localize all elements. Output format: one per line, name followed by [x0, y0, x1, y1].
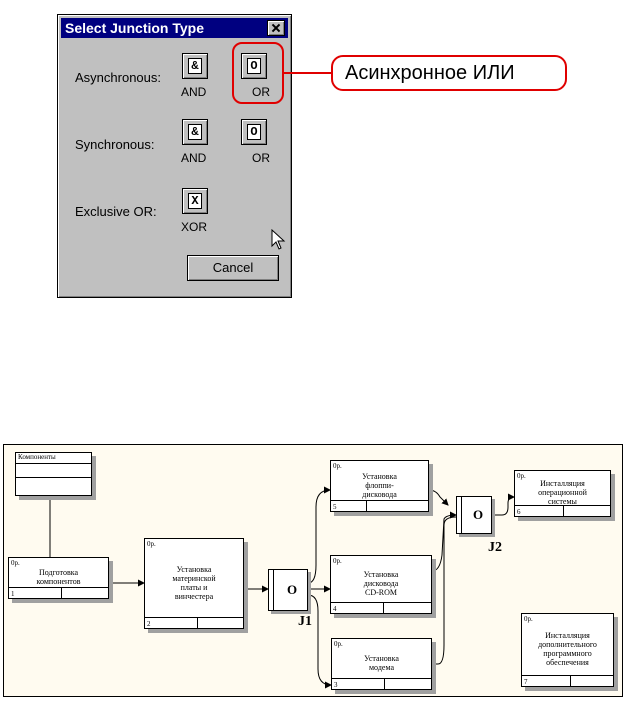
box-number: 1: [11, 590, 15, 598]
async-or-button[interactable]: O: [241, 53, 267, 79]
box-corner-label: 0р.: [524, 615, 533, 623]
box-install-cdrom[interactable]: 0р. Установка дисковода CD-ROM 4: [330, 555, 432, 614]
box-footer-divider: [570, 676, 571, 686]
junction-j1[interactable]: O: [268, 569, 308, 611]
box-number: 4: [333, 605, 337, 613]
sync-and-caption: AND: [181, 151, 207, 165]
box-corner-label: 0р.: [11, 559, 20, 567]
box-footer: [332, 678, 431, 689]
asynchronous-label: Asynchronous:: [75, 70, 161, 85]
async-or-highlight: [232, 42, 284, 104]
components-label: Компоненты: [16, 453, 91, 464]
box-footer: [522, 675, 613, 686]
box-text: Подготовка компонентов: [36, 568, 81, 586]
box-footer-divider: [366, 501, 367, 511]
box-number: 7: [524, 678, 528, 686]
box-footer-divider: [383, 603, 384, 613]
arrow-b3-j2: [432, 516, 457, 665]
cancel-button[interactable]: Cancel: [187, 255, 279, 281]
box-corner-label: 0р.: [334, 640, 343, 648]
async-and-button[interactable]: &: [182, 53, 208, 79]
box-text: Установка материнской платы и винчестера: [172, 564, 216, 601]
junction-label-j1: J1: [298, 614, 312, 629]
box-number: 5: [333, 503, 337, 511]
box-footer: [331, 500, 428, 511]
xor-button[interactable]: X: [182, 188, 208, 214]
box-footer: [331, 602, 431, 613]
box-footer-divider: [384, 679, 385, 689]
box-text: Установка флоппи- дисковода: [362, 471, 397, 499]
box-footer: [145, 617, 243, 628]
arrow-j2-b6: [492, 493, 515, 516]
connection-arrows: [49, 486, 515, 689]
box-install-modem[interactable]: 0р. Установка модема 3: [331, 638, 432, 690]
box-number: 6: [517, 508, 521, 516]
box-prepare-components[interactable]: 0р. Подготовка компонентов 1: [8, 557, 109, 599]
xor-junction-icon: X: [188, 193, 202, 209]
and-junction-icon: &: [188, 58, 202, 74]
box-install-floppy[interactable]: 0р. Установка флоппи- дисковода 5: [330, 460, 429, 512]
sync-or-caption: OR: [252, 151, 270, 165]
junction-j2[interactable]: O: [456, 496, 492, 534]
box-corner-label: 0р.: [333, 557, 342, 565]
box-text: Инсталляция операционной системы: [538, 479, 587, 506]
arrow-j1-b5: [307, 486, 331, 584]
box-corner-label: 0р.: [333, 462, 342, 470]
junction-bar: [273, 570, 274, 610]
dialog-titlebar[interactable]: Select Junction Type: [61, 18, 288, 38]
async-and-caption: AND: [181, 85, 207, 99]
junction-symbol: O: [286, 582, 298, 597]
and-junction-icon: &: [188, 124, 202, 140]
box-number: 3: [334, 681, 338, 689]
close-icon[interactable]: [267, 20, 285, 36]
components-divider: [16, 477, 91, 478]
arrow-j1-b3: [307, 594, 332, 689]
box-footer: [9, 587, 108, 598]
components-referent-box[interactable]: Компоненты: [15, 452, 92, 496]
box-footer: [515, 505, 610, 516]
sync-or-button[interactable]: O: [241, 119, 267, 145]
junction-symbol: O: [472, 507, 484, 522]
dialog-title: Select Junction Type: [65, 20, 204, 36]
box-footer-divider: [197, 618, 198, 628]
box-footer-divider: [61, 588, 62, 598]
box-text: Установка модема: [364, 654, 399, 672]
box-number: 2: [147, 620, 151, 628]
box-install-motherboard[interactable]: 0р. Установка материнской платы и винчес…: [144, 538, 244, 629]
box-text: Установка дисковода CD-ROM: [363, 570, 399, 597]
box-install-os[interactable]: 0р. Инсталляция операционной системы 6: [514, 470, 611, 517]
box-corner-label: 0р.: [147, 540, 156, 548]
junction-label-j2: J2: [488, 540, 502, 555]
mouse-pointer-icon: [271, 229, 286, 250]
arrow-b5-j2: [428, 489, 449, 506]
junction-bar: [461, 497, 462, 533]
idef3-diagram: Компоненты 0р. Подготовка компонентов 1 …: [3, 444, 623, 697]
box-install-additional-software[interactable]: 0р. Инсталляция дополнительного программ…: [521, 613, 614, 687]
arrow-b4-j2: [431, 511, 457, 572]
select-junction-type-dialog: Select Junction Type Asynchronous: & AND…: [57, 14, 292, 298]
async-or-caption: OR: [252, 85, 270, 99]
or-junction-icon: O: [247, 58, 261, 74]
box-text: Инсталляция дополнительного программного…: [538, 631, 597, 667]
xor-caption: XOR: [181, 220, 208, 234]
synchronous-label: Synchronous:: [75, 137, 155, 152]
sync-and-button[interactable]: &: [182, 119, 208, 145]
callout-async-or: Асинхронное ИЛИ: [331, 55, 567, 91]
box-footer-divider: [563, 506, 564, 516]
box-corner-label: 0р.: [517, 472, 526, 480]
or-junction-icon: O: [247, 124, 261, 140]
exclusive-or-label: Exclusive OR:: [75, 204, 157, 219]
callout-connector: [284, 72, 332, 74]
